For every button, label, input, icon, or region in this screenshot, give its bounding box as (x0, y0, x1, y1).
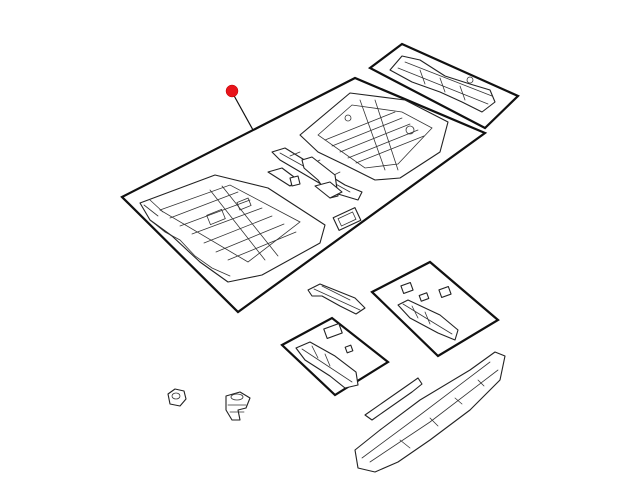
front-floor-pan (139, 174, 326, 283)
grommet-plug (225, 391, 251, 421)
rail-bracket-panel (370, 260, 500, 358)
floor-pan-assembly-panel (120, 76, 488, 314)
center-crossmembers (267, 147, 363, 231)
sill-reinforcement (364, 377, 423, 421)
nut-fastener (167, 388, 187, 407)
floor-crossmember (307, 283, 366, 315)
sill-bracket-panel (280, 316, 390, 397)
floor-patch-plate (332, 207, 362, 231)
callout-marker (225, 84, 254, 131)
callout-leader-line (231, 91, 254, 131)
rail-bracket-panel-frame (370, 260, 500, 358)
rear-floor-pan (299, 92, 449, 181)
rear-crossmember-panel (367, 42, 520, 130)
callout-dot (225, 84, 239, 98)
side-sill-rocker (354, 351, 506, 473)
